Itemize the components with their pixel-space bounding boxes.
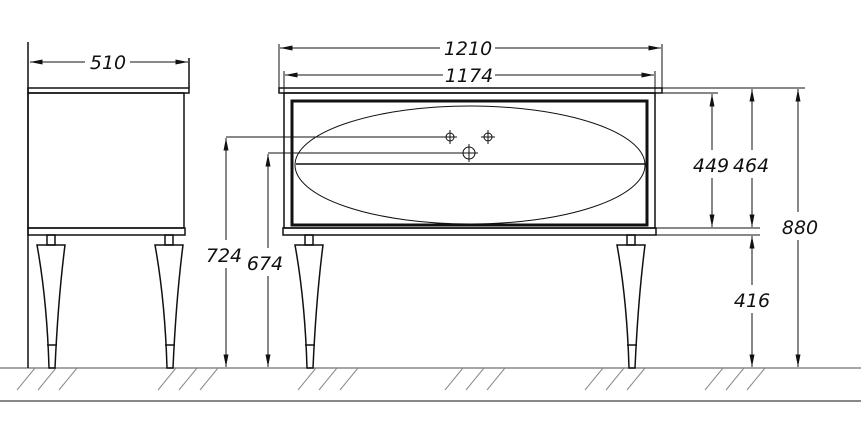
dimension-510: 510 <box>30 52 188 74</box>
front-leg-left <box>294 234 324 369</box>
basin-outline <box>294 105 646 225</box>
floor <box>0 367 861 402</box>
dimension-label: 510 <box>90 52 126 74</box>
dimension-1174: 1174 <box>285 65 654 87</box>
dimension-label: 449 <box>693 155 729 177</box>
dimension-label: 464 <box>733 155 769 177</box>
drawer-frame <box>290 99 649 227</box>
front-view <box>226 44 805 369</box>
dimension-label: 880 <box>782 217 818 239</box>
front-leg-right <box>616 234 646 369</box>
side-leg-right <box>154 234 184 369</box>
side-leg-left <box>36 234 66 369</box>
dimension-label: 674 <box>247 253 283 275</box>
dimension-464: 464 <box>733 89 769 227</box>
side-view <box>27 42 190 369</box>
tap-hole-icon <box>443 130 457 144</box>
dimension-449: 449 <box>693 94 729 227</box>
dimension-724: 724 <box>206 138 242 367</box>
dimension-1210: 1210 <box>280 38 661 60</box>
dimension-880: 880 <box>782 89 818 367</box>
tap-holes <box>443 130 495 162</box>
dimension-label: 724 <box>206 245 242 267</box>
dimension-label: 1210 <box>444 38 492 60</box>
dimension-416: 416 <box>734 236 770 367</box>
dimension-674: 674 <box>247 154 283 367</box>
base <box>282 227 657 236</box>
drain-hole-icon <box>460 144 478 162</box>
side-base <box>27 227 186 236</box>
side-cabinet <box>27 92 185 229</box>
dimension-label: 1174 <box>445 65 493 87</box>
tap-hole-icon <box>481 130 495 144</box>
dimension-label: 416 <box>734 290 770 312</box>
